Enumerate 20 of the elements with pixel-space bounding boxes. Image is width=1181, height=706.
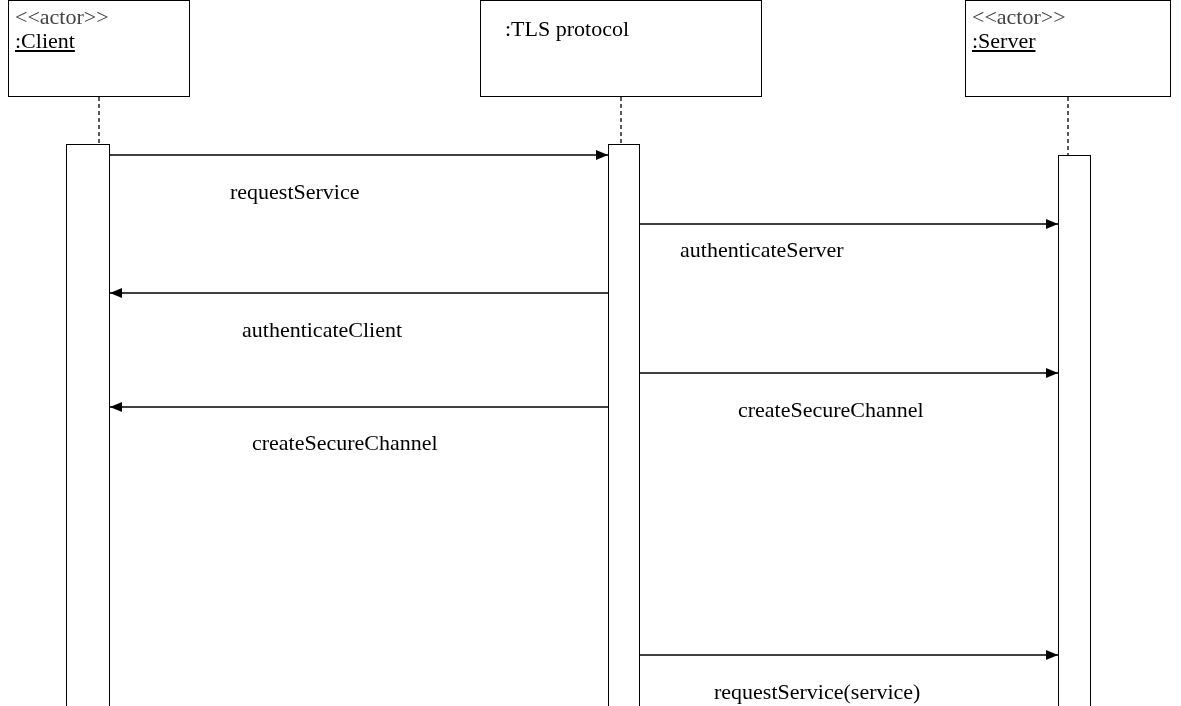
message-arrow — [109, 402, 609, 412]
message-arrow — [109, 288, 609, 298]
message-arrow — [109, 150, 609, 160]
lifeline — [98, 96, 100, 145]
lifeline — [1067, 96, 1069, 156]
participant-box — [965, 0, 1171, 97]
participant-box — [8, 0, 190, 97]
stereotype-label: <<actor>> — [972, 5, 1067, 29]
participant-name: :Server — [972, 29, 1037, 53]
lifeline — [620, 96, 622, 145]
participant-name: :Client — [15, 29, 76, 53]
activation-bar — [608, 144, 640, 706]
activation-bar — [1058, 155, 1091, 706]
participant-box — [480, 0, 762, 97]
message-arrow — [639, 219, 1059, 229]
activation-bar — [66, 144, 110, 706]
participant-name: :TLS protocol — [505, 17, 631, 41]
stereotype-label: <<actor>> — [15, 5, 110, 29]
message-arrow — [639, 650, 1059, 660]
message-arrow — [639, 368, 1059, 378]
